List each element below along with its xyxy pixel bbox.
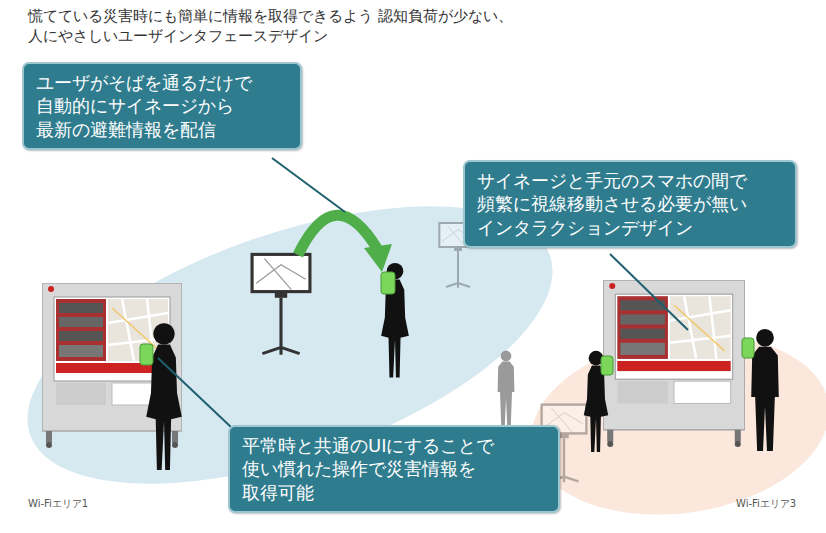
leader-line	[272, 158, 345, 212]
faded-person	[498, 351, 515, 425]
callout-box: サイネージと手元のスマホの間で 頻繁に視線移動させる必要が無い インタラクション…	[463, 160, 797, 248]
page-title: 慌てている災害時にも簡単に情報を取得できるよう 認知負荷が少ない、人にやさしいユ…	[28, 6, 628, 47]
callout-box: ユーザがそばを通るだけで 自動的にサイネージから 最新の避難情報を配信	[22, 62, 302, 150]
smartphone	[381, 272, 395, 294]
smartphone	[742, 338, 754, 358]
person-silhouette	[381, 263, 409, 377]
callout-text: 平常時と共通のUIにすることで 使い慣れた操作で災害情報を 取得可能	[242, 434, 546, 504]
area-label: Wi-Fiエリア3	[736, 497, 796, 511]
person-silhouette	[751, 329, 779, 451]
signage-kiosk	[603, 280, 745, 447]
callout-box: 平常時と共通のUIにすることで 使い慣れた操作で災害情報を 取得可能	[228, 425, 560, 513]
callout-text: ユーザがそばを通るだけで 自動的にサイネージから 最新の避難情報を配信	[36, 71, 288, 141]
leader-line	[158, 358, 232, 428]
leader-line	[610, 254, 688, 330]
callout-text: サイネージと手元のスマホの間で 頻繁に視線移動させる必要が無い インタラクション…	[477, 169, 783, 239]
monitor-stand	[252, 254, 310, 354]
smartphone	[140, 344, 153, 365]
smartphone	[601, 356, 613, 375]
area-label: Wi-Fiエリア1	[28, 497, 88, 511]
